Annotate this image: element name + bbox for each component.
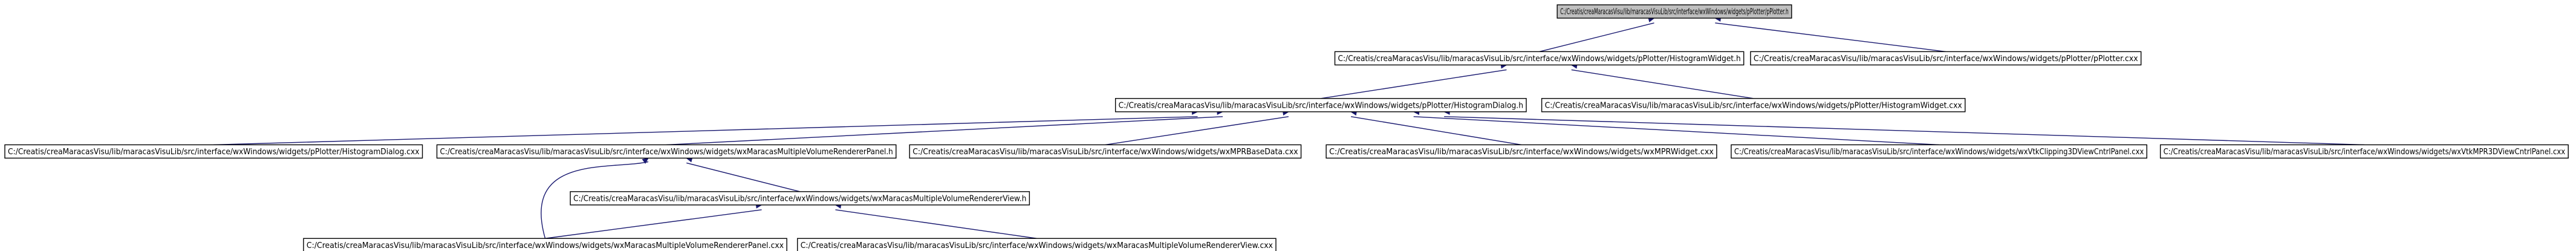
node-label: C:/Creatis/creaMaracasVisu/lib/maracasVi… [1560, 7, 1789, 16]
graph-node-mpr-base-data-cxx[interactable]: C:/Creatis/creaMaracasVisu/lib/maracasVi… [909, 144, 1302, 159]
graph-node-vtk-clipping-cxx[interactable]: C:/Creatis/creaMaracasVisu/lib/maracasVi… [1731, 144, 2147, 159]
edge-line [1539, 22, 1654, 53]
graph-edge-mmv-panel-cxx-to-mmv-view-h [545, 203, 763, 239]
graph-edge-mmv-panel-cxx-to-mmv-panel-h [541, 157, 649, 239]
node-box [2159, 144, 2569, 159]
node-label: C:/Creatis/creaMaracasVisu/lib/maracasVi… [1754, 54, 2138, 64]
graph-node-histogram-dialog-h[interactable]: C:/Creatis/creaMaracasVisu/lib/maracasVi… [1114, 98, 1527, 112]
node-label: C:/Creatis/creaMaracasVisu/lib/maracasVi… [8, 147, 420, 157]
graph-edge-mmv-view-cxx-to-mmv-view-h [834, 203, 1037, 239]
edge-line [1413, 116, 1939, 146]
graph-node-pplotter-cxx[interactable]: C:/Creatis/creaMaracasVisu/lib/maracasVi… [1750, 51, 2142, 66]
node-box [1731, 144, 2147, 159]
node-label: C:/Creatis/creaMaracasVisu/lib/maracasVi… [1338, 54, 1741, 64]
node-box [303, 238, 787, 251]
graph-node-histogram-dialog-cxx[interactable]: C:/Creatis/creaMaracasVisu/lib/maracasVi… [4, 144, 423, 159]
node-box [1334, 51, 1745, 66]
edge-line [1105, 116, 1289, 146]
graph-edge-pplotter-cxx-to-root [1714, 16, 1946, 53]
edge-line [1321, 69, 1507, 99]
graph-node-mmv-view-cxx[interactable]: C:/Creatis/creaMaracasVisu/lib/maracasVi… [797, 238, 1277, 251]
edge-line [835, 209, 1037, 239]
arrow-head-icon [642, 157, 649, 164]
node-box [797, 238, 1277, 251]
node-label: C:/Creatis/creaMaracasVisu/lib/maracasVi… [1119, 100, 1523, 110]
graph-edge-mmv-view-h-to-mmv-panel-h [686, 157, 800, 192]
edge-line [1444, 116, 2364, 146]
node-label: C:/Creatis/creaMaracasVisu/lib/maracasVi… [307, 241, 784, 250]
edge-line [1571, 69, 1754, 99]
node-label: C:/Creatis/creaMaracasVisu/lib/maracasVi… [573, 194, 1026, 203]
node-label: C:/Creatis/creaMaracasVisu/lib/maracasVi… [1545, 100, 1962, 110]
node-label: C:/Creatis/creaMaracasVisu/lib/maracasVi… [1329, 147, 1714, 157]
graph-node-mpr-widget-cxx[interactable]: C:/Creatis/creaMaracasVisu/lib/maracasVi… [1325, 144, 1717, 159]
graph-edge-mpr-widget-cxx-to-histogram-dialog-h [1350, 109, 1522, 146]
graph-edge-vtk-mpr3d-cxx-to-histogram-dialog-h [1443, 109, 2364, 146]
node-box [1541, 98, 1966, 112]
node-box [909, 144, 1302, 159]
graph-node-mmv-panel-h[interactable]: C:/Creatis/creaMaracasVisu/lib/maracasVi… [436, 144, 897, 159]
node-label: C:/Creatis/creaMaracasVisu/lib/maracasVi… [1734, 147, 2144, 157]
node-label: C:/Creatis/creaMaracasVisu/lib/maracasVi… [912, 147, 1298, 157]
edge-line [1715, 22, 1946, 53]
edge-line [545, 209, 762, 239]
node-label: C:/Creatis/creaMaracasVisu/lib/maracasVi… [440, 147, 893, 157]
node-box [4, 144, 423, 159]
graph-node-histogram-widget-h[interactable]: C:/Creatis/creaMaracasVisu/lib/maracasVi… [1334, 51, 1745, 66]
graph-node-root[interactable]: C:/Creatis/creaMaracasVisu/lib/maracasVi… [1556, 4, 1792, 19]
graph-edge-histogram-widget-h-to-root [1539, 16, 1655, 53]
graph-edge-histogram-widget-cxx-to-histogram-widget-h [1570, 63, 1754, 99]
graph-node-mmv-panel-cxx[interactable]: C:/Creatis/creaMaracasVisu/lib/maracasVi… [303, 238, 787, 251]
graph-edge-mpr-base-data-cxx-to-histogram-dialog-h [1105, 109, 1290, 146]
node-label: C:/Creatis/creaMaracasVisu/lib/maracasVi… [801, 241, 1273, 250]
edge-line [686, 162, 800, 192]
node-box [1556, 4, 1792, 19]
graph-node-vtk-mpr3d-cxx[interactable]: C:/Creatis/creaMaracasVisu/lib/maracasVi… [2159, 144, 2569, 159]
graph-node-histogram-widget-cxx[interactable]: C:/Creatis/creaMaracasVisu/lib/maracasVi… [1541, 98, 1966, 112]
node-box [570, 191, 1030, 206]
node-box [436, 144, 897, 159]
graph-edge-vtk-clipping-cxx-to-histogram-dialog-h [1413, 109, 1939, 146]
nodes-layer: C:/Creatis/creaMaracasVisu/lib/maracasVi… [4, 4, 2569, 251]
node-box [1750, 51, 2142, 66]
node-label: C:/Creatis/creaMaracasVisu/lib/maracasVi… [2164, 147, 2566, 157]
graph-edge-histogram-dialog-h-to-histogram-widget-h [1321, 63, 1508, 99]
edge-line [213, 116, 1198, 146]
graph-edge-histogram-dialog-cxx-to-histogram-dialog-h [213, 109, 1199, 146]
edge-line [1350, 116, 1522, 146]
node-box [1114, 98, 1527, 112]
edge-line [541, 161, 649, 239]
node-box [1325, 144, 1717, 159]
edge-line [666, 116, 1223, 146]
edges-layer [213, 16, 2364, 239]
graph-node-mmv-view-h[interactable]: C:/Creatis/creaMaracasVisu/lib/maracasVi… [570, 191, 1030, 206]
